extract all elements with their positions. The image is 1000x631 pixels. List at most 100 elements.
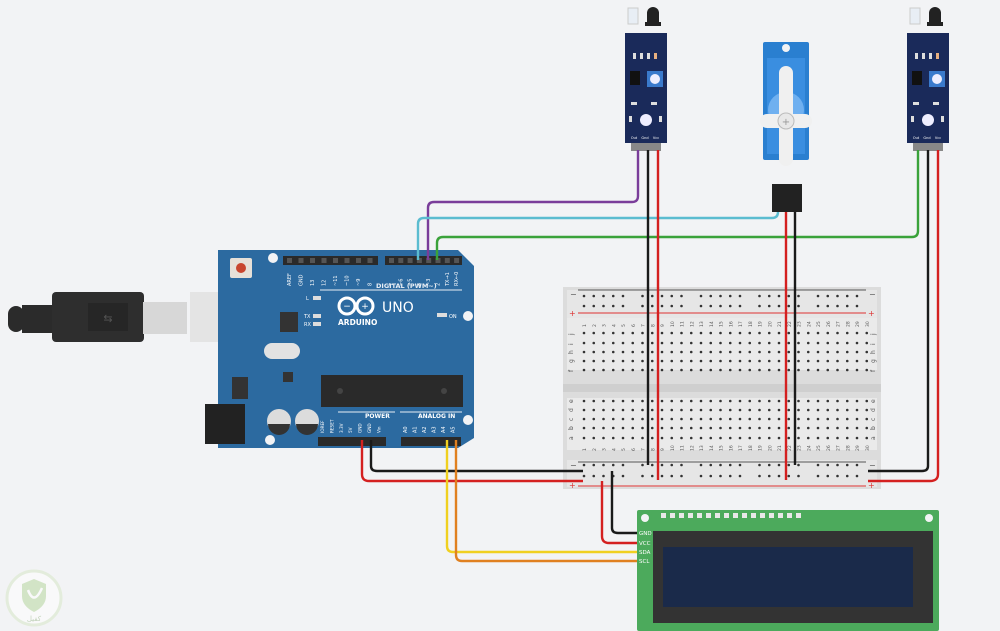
breadboard-hole[interactable]: [602, 359, 605, 363]
breadboard-hole[interactable]: [631, 350, 635, 354]
breadboard-hole[interactable]: [758, 463, 761, 467]
breadboard-hole[interactable]: [641, 474, 644, 478]
breadboard-hole[interactable]: [777, 294, 781, 298]
breadboard-hole[interactable]: [650, 474, 654, 478]
breadboard-hole[interactable]: [582, 474, 586, 478]
breadboard-hole[interactable]: [582, 304, 586, 308]
header-socket[interactable]: [435, 258, 441, 263]
breadboard-hole[interactable]: [680, 463, 683, 467]
breadboard-hole[interactable]: [621, 426, 625, 430]
breadboard-hole[interactable]: [592, 350, 596, 354]
breadboard-hole[interactable]: [806, 417, 810, 421]
breadboard-hole[interactable]: [758, 350, 761, 354]
breadboard-hole[interactable]: [758, 417, 761, 421]
breadboard-hole[interactable]: [709, 463, 713, 467]
wire-green[interactable]: [435, 150, 920, 260]
breadboard-hole[interactable]: [816, 474, 820, 478]
breadboard-hole[interactable]: [806, 399, 810, 403]
breadboard-hole[interactable]: [621, 331, 625, 335]
breadboard-hole[interactable]: [855, 463, 859, 467]
breadboard-hole[interactable]: [787, 426, 791, 430]
breadboard-hole[interactable]: [826, 426, 830, 430]
breadboard-hole[interactable]: [738, 294, 742, 298]
servo-motor[interactable]: +: [760, 42, 812, 212]
breadboard-hole[interactable]: [719, 399, 722, 403]
breadboard-hole[interactable]: [758, 359, 761, 363]
breadboard-hole[interactable]: [582, 436, 586, 440]
wire-black[interactable]: [868, 150, 930, 473]
breadboard-hole[interactable]: [621, 368, 625, 372]
breadboard-hole[interactable]: [592, 294, 596, 298]
breadboard-hole[interactable]: [719, 350, 722, 354]
breadboard-hole[interactable]: [816, 294, 820, 298]
breadboard-hole[interactable]: [650, 331, 654, 335]
breadboard-hole[interactable]: [670, 359, 674, 363]
breadboard-hole[interactable]: [797, 304, 800, 308]
breadboard-hole[interactable]: [787, 331, 791, 335]
breadboard-hole[interactable]: [748, 417, 752, 421]
breadboard-hole[interactable]: [660, 474, 664, 478]
header-socket[interactable]: [367, 258, 373, 263]
breadboard-hole[interactable]: [680, 341, 683, 345]
breadboard-hole[interactable]: [641, 294, 644, 298]
breadboard-hole[interactable]: [836, 341, 839, 345]
breadboard-hole[interactable]: [845, 474, 849, 478]
breadboard-hole[interactable]: [826, 368, 830, 372]
breadboard-hole[interactable]: [602, 368, 605, 372]
breadboard-hole[interactable]: [738, 304, 742, 308]
breadboard-hole[interactable]: [670, 417, 674, 421]
breadboard-hole[interactable]: [777, 474, 781, 478]
header-socket[interactable]: [407, 258, 413, 263]
breadboard-hole[interactable]: [650, 408, 654, 412]
breadboard-hole[interactable]: [806, 331, 810, 335]
breadboard-hole[interactable]: [845, 294, 849, 298]
breadboard-hole[interactable]: [660, 294, 664, 298]
breadboard-hole[interactable]: [689, 368, 693, 372]
breadboard-hole[interactable]: [689, 359, 693, 363]
breadboard-hole[interactable]: [621, 463, 625, 467]
breadboard-hole[interactable]: [709, 359, 713, 363]
breadboard-hole[interactable]: [641, 426, 644, 430]
breadboard-hole[interactable]: [767, 304, 771, 308]
breadboard-hole[interactable]: [650, 417, 654, 421]
breadboard-hole[interactable]: [680, 436, 683, 440]
breadboard-hole[interactable]: [767, 331, 771, 335]
breadboard-hole[interactable]: [592, 368, 596, 372]
breadboard-hole[interactable]: [650, 436, 654, 440]
breadboard-hole[interactable]: [650, 359, 654, 363]
header-socket[interactable]: [389, 258, 394, 263]
breadboard-hole[interactable]: [738, 399, 742, 403]
breadboard-hole[interactable]: [777, 399, 781, 403]
header-socket[interactable]: [454, 258, 460, 263]
breadboard-hole[interactable]: [582, 350, 586, 354]
breadboard-hole[interactable]: [621, 341, 625, 345]
breadboard-hole[interactable]: [728, 359, 732, 363]
breadboard-hole[interactable]: [602, 350, 605, 354]
breadboard-hole[interactable]: [709, 399, 713, 403]
breadboard-hole[interactable]: [709, 368, 713, 372]
breadboard-hole[interactable]: [855, 359, 859, 363]
breadboard-hole[interactable]: [709, 304, 713, 308]
breadboard-hole[interactable]: [787, 417, 791, 421]
breadboard-hole[interactable]: [748, 341, 752, 345]
breadboard-hole[interactable]: [865, 417, 869, 421]
breadboard-hole[interactable]: [816, 436, 820, 440]
wire-red[interactable]: [868, 150, 940, 483]
breadboard-hole[interactable]: [797, 426, 800, 430]
breadboard-hole[interactable]: [787, 399, 791, 403]
breadboard-hole[interactable]: [758, 331, 761, 335]
breadboard-hole[interactable]: [621, 417, 625, 421]
breadboard-hole[interactable]: [592, 359, 596, 363]
breadboard-hole[interactable]: [845, 331, 849, 335]
breadboard-hole[interactable]: [845, 463, 849, 467]
breadboard-hole[interactable]: [767, 368, 771, 372]
breadboard-hole[interactable]: [699, 417, 703, 421]
breadboard-hole[interactable]: [641, 359, 644, 363]
breadboard-hole[interactable]: [767, 474, 771, 478]
breadboard-hole[interactable]: [670, 474, 674, 478]
breadboard-hole[interactable]: [816, 408, 820, 412]
breadboard-hole[interactable]: [836, 331, 839, 335]
breadboard-hole[interactable]: [777, 417, 781, 421]
breadboard-hole[interactable]: [660, 408, 664, 412]
breadboard[interactable]: − − + + − − + + 112233445566778899101011…: [563, 287, 881, 490]
